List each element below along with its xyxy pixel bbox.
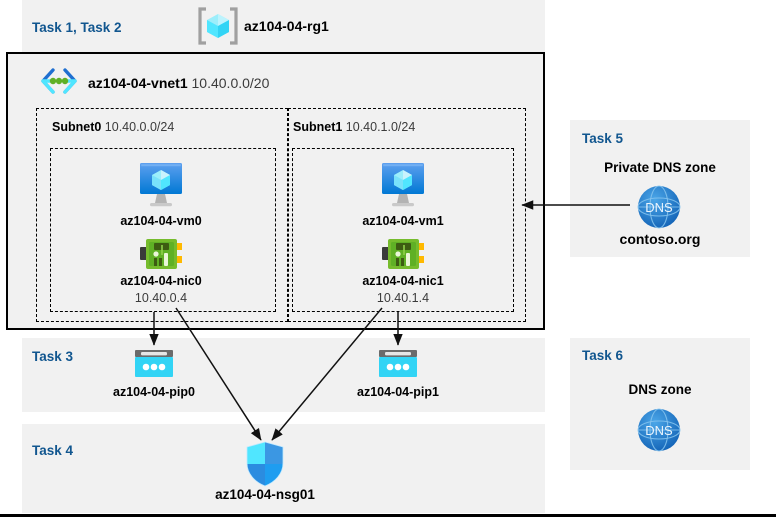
- task-label-3: Task 3: [32, 349, 74, 364]
- dns-zone-heading: DNS zone: [628, 382, 692, 397]
- nic0-label: az104-04-nic0: [120, 274, 202, 288]
- nic1-label: az104-04-nic1: [362, 274, 444, 288]
- resource-group-name: az104-04-rg1: [244, 18, 329, 34]
- private-dns-zone-heading: Private DNS zone: [604, 160, 716, 175]
- resource-group-band: [22, 0, 545, 52]
- subnet0-title: Subnet0 10.40.0.0/24: [52, 120, 174, 134]
- nic1-private-ip: 10.40.1.4: [376, 291, 430, 305]
- dns-icon-text: DNS: [645, 423, 673, 438]
- subnet0-cidr: 10.40.0.0/24: [104, 120, 175, 134]
- subnet0-resources-box: [50, 148, 276, 312]
- task3-panel: [22, 338, 545, 412]
- task-label-5: Task 5: [582, 131, 624, 146]
- vm1-label: az104-04-vm1: [362, 214, 444, 228]
- network-security-group-icon: [244, 441, 286, 487]
- task-label-6: Task 6: [582, 348, 624, 363]
- virtual-machine-icon: [376, 160, 430, 208]
- subnet1-group: [288, 108, 526, 322]
- subnet1-cidr: 10.40.1.0/24: [345, 120, 416, 134]
- vm0-label: az104-04-vm0: [120, 214, 202, 228]
- dns-zone-icon: DNS: [634, 182, 684, 232]
- subnet0-name: Subnet0: [52, 120, 102, 134]
- resource-group-icon: [196, 6, 240, 46]
- vnet-title: az104-04-vnet1 10.40.0.0/20: [88, 75, 269, 91]
- virtual-network-icon: [36, 66, 82, 96]
- subnet1-title: Subnet1 10.40.1.0/24: [293, 120, 415, 134]
- nic0-private-ip: 10.40.0.4: [134, 291, 188, 305]
- private-dns-zone-name: contoso.org: [619, 231, 701, 247]
- public-ip-address-icon: [133, 348, 175, 380]
- subnet0-group: [36, 108, 288, 322]
- subnet1-name: Subnet1: [293, 120, 343, 134]
- network-interface-icon: [380, 236, 426, 272]
- network-interface-icon: [138, 236, 184, 272]
- dns-icon-text: DNS: [645, 200, 673, 215]
- vnet-name: az104-04-vnet1: [88, 75, 188, 91]
- pip0-label: az104-04-pip0: [113, 385, 195, 399]
- bottom-rule: [0, 514, 776, 517]
- nsg-label: az104-04-nsg01: [215, 487, 315, 502]
- virtual-machine-icon: [134, 160, 188, 208]
- task-label-1-2: Task 1, Task 2: [32, 20, 122, 35]
- vnet-address-space: 10.40.0.0/20: [191, 75, 270, 91]
- public-ip-address-icon: [377, 348, 419, 380]
- pip1-label: az104-04-pip1: [357, 385, 439, 399]
- dns-zone-icon: DNS: [634, 405, 684, 455]
- subnet1-resources-box: [292, 148, 514, 312]
- task-label-4: Task 4: [32, 443, 74, 458]
